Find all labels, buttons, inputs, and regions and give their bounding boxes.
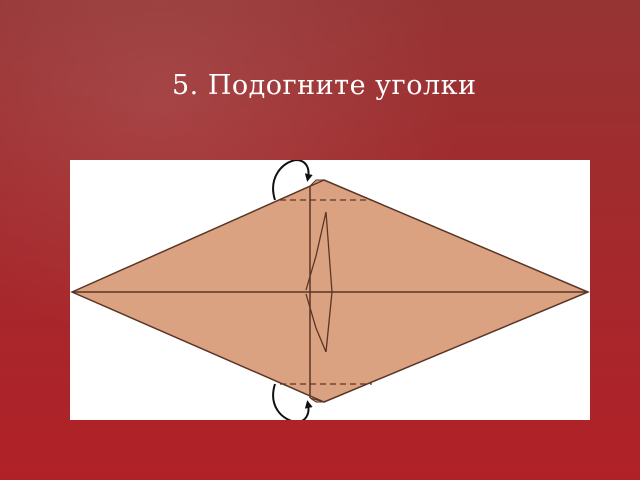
slide-title: 5. Подогните уголки bbox=[172, 70, 477, 101]
origami-diagram-panel bbox=[70, 160, 590, 420]
bottom-corner-flap bbox=[309, 397, 325, 403]
inner-flap-upper bbox=[305, 211, 327, 291]
top-fold-arrow-icon bbox=[272, 160, 313, 201]
inner-flap-center-bottom bbox=[325, 291, 333, 353]
inner-flap-center-top bbox=[325, 211, 333, 293]
bottom-fold-arrow-icon bbox=[272, 383, 313, 420]
origami-diagram bbox=[70, 160, 590, 420]
origami-diamond bbox=[70, 179, 590, 403]
top-corner-flap bbox=[309, 179, 325, 187]
inner-flap-lower bbox=[305, 293, 327, 353]
